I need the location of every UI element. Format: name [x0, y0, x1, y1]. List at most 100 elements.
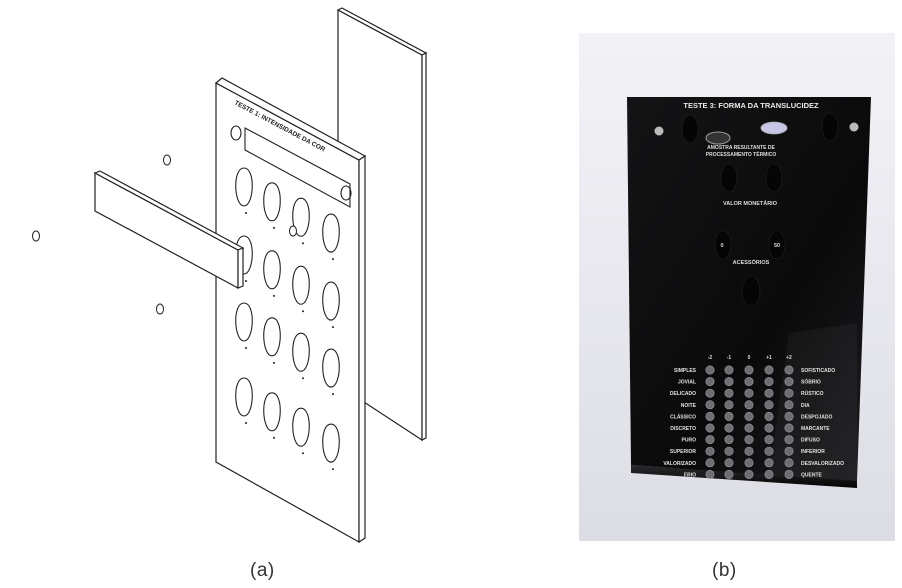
knob — [714, 230, 732, 260]
left-adjective: DISCRETO — [670, 426, 696, 432]
left-adjective: PURO — [682, 438, 697, 444]
value-label: VALOR MONETÁRIO — [723, 200, 778, 207]
scale-button — [764, 423, 774, 433]
sample-hole — [322, 348, 340, 388]
sample-hole — [263, 317, 281, 357]
screw-hole — [289, 225, 297, 237]
hole-marker — [302, 310, 304, 313]
right-adjective: QUENTE — [801, 472, 823, 478]
scale-button — [705, 411, 715, 421]
screw-holes — [32, 154, 297, 315]
left-adjective: DELICADO — [670, 391, 696, 397]
scale-button — [764, 388, 774, 398]
scale-header: -2 — [708, 355, 713, 361]
exploded-assembly-drawing: TESTE 1: INTENSIDADE DA COR — [32, 7, 428, 544]
knob — [821, 112, 839, 142]
scale-button — [705, 458, 715, 468]
scale-button — [705, 365, 715, 375]
scale-button — [724, 365, 734, 375]
left-adjective: CLÁSSICO — [670, 413, 696, 420]
scale-button — [744, 423, 754, 433]
scale-button — [724, 423, 734, 433]
right-adjective: SOFISTICADO — [801, 368, 835, 374]
scale-button — [764, 411, 774, 421]
right-adjective: RÚSTICO — [801, 390, 824, 397]
scale-button — [764, 458, 774, 468]
scale-button — [744, 388, 754, 398]
sample-hole — [322, 423, 340, 463]
knob — [720, 163, 738, 193]
screw-head — [654, 126, 664, 136]
left-adjective: FRIO — [684, 472, 696, 478]
right-adjective: DIA — [801, 403, 810, 409]
right-adjective: MARCANTE — [801, 426, 830, 432]
scale-button — [744, 377, 754, 387]
scale-header: -1 — [727, 355, 732, 361]
hole-marker — [302, 452, 304, 455]
sample-label-line2: PROCESSAMENTO TÉRMICO — [706, 150, 777, 158]
front-panel-plate — [214, 77, 367, 544]
hole-marker — [302, 377, 304, 380]
scale-header: +2 — [786, 355, 792, 361]
screw-head — [849, 122, 859, 132]
hole-marker — [273, 226, 275, 229]
scale-button — [764, 446, 774, 456]
screw-hole — [32, 230, 40, 242]
scale-button — [784, 458, 794, 468]
rotary-knobs — [681, 112, 839, 307]
scale-button — [784, 446, 794, 456]
scale-button — [705, 377, 715, 387]
scale-button — [724, 458, 734, 468]
scale-button — [724, 446, 734, 456]
panel-b-title: TESTE 3: FORMA DA TRANSLUCIDEZ — [683, 101, 819, 110]
scale-button — [784, 423, 794, 433]
scale-header: +1 — [766, 355, 772, 361]
hole-marker — [273, 294, 275, 297]
scale-button — [744, 469, 754, 479]
scale-button — [764, 469, 774, 479]
knob — [741, 275, 761, 307]
sample-hole — [263, 250, 281, 290]
panel-photo: TESTE 3: FORMA DA TRANSLUCIDEZ AMOSTRA R… — [579, 33, 895, 541]
scale-button — [784, 365, 794, 375]
scale-button — [724, 411, 734, 421]
hole-marker — [332, 258, 334, 261]
scale-button — [764, 365, 774, 375]
sample-hole — [235, 167, 253, 207]
scale-button — [705, 446, 715, 456]
right-adjective: DESPOJADO — [801, 414, 833, 420]
sample-hole — [322, 213, 340, 253]
scale-button — [764, 377, 774, 387]
hole-marker — [245, 347, 247, 349]
sample-hole — [235, 302, 253, 342]
scale-button — [784, 411, 794, 421]
insert-strip — [93, 170, 245, 290]
sample-hole — [292, 407, 310, 447]
scale-button — [744, 365, 754, 375]
right-adjective: DESVALORIZADO — [801, 461, 844, 467]
hole-marker — [245, 422, 247, 424]
caption-b: (b) — [712, 560, 737, 581]
scale-button — [784, 469, 794, 479]
scale-button — [705, 423, 715, 433]
glass-sample-translucent — [760, 121, 788, 135]
knob — [765, 163, 783, 193]
left-adjective: JOVIAL — [678, 380, 696, 386]
scale-button — [784, 435, 794, 445]
sample-hole — [292, 197, 310, 237]
sample-label-line1: AMOSTRA RESULTANTE DE — [707, 145, 775, 151]
sample-hole — [263, 182, 281, 222]
scale-button — [724, 377, 734, 387]
sample-hole — [292, 332, 310, 372]
left-adjective: NOITE — [681, 403, 697, 409]
value-max: 50 — [774, 243, 780, 249]
screw-hole — [163, 154, 171, 166]
scale-button — [764, 435, 774, 445]
sample-hole — [235, 377, 253, 417]
screw-hole — [156, 303, 164, 315]
left-adjective: VALORIZADO — [663, 461, 696, 467]
sample-hole — [292, 265, 310, 305]
hole-marker — [332, 326, 334, 329]
scale-button — [705, 469, 715, 479]
